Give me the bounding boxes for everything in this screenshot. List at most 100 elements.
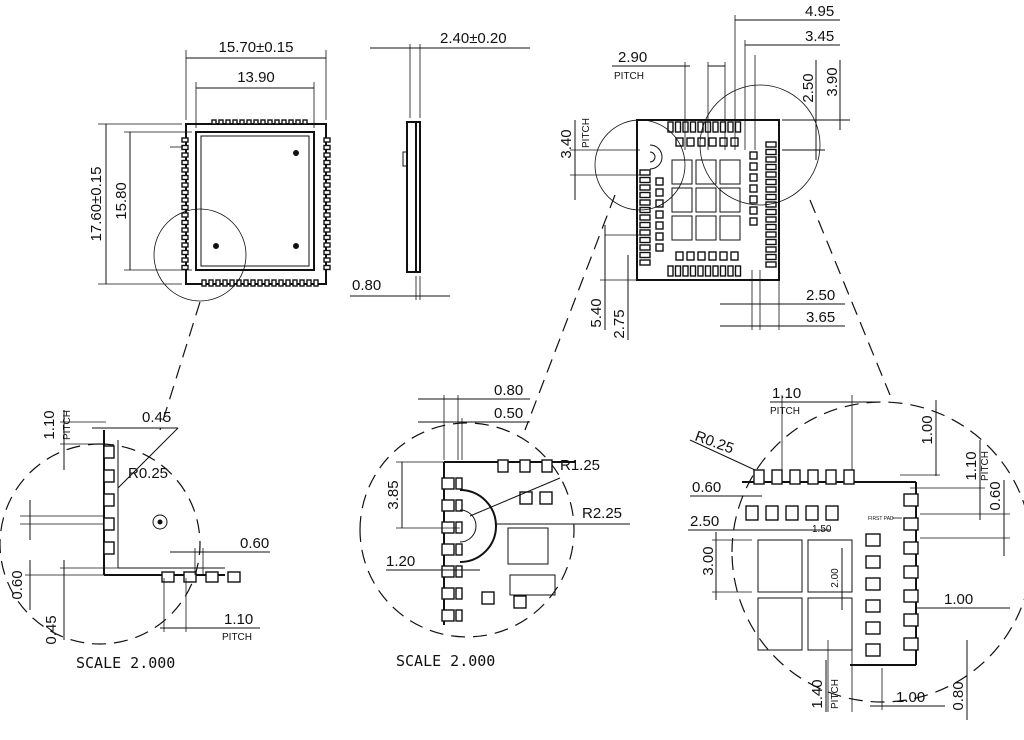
- castellation: [232, 119, 238, 125]
- pad: [865, 577, 881, 591]
- castellation: [181, 242, 189, 248]
- pad: [765, 156, 777, 163]
- pad: [765, 253, 777, 261]
- keepout-arc: [459, 489, 497, 563]
- pad: [682, 265, 689, 277]
- castellation: [227, 571, 241, 583]
- pitch-110-top-word: PITCH: [770, 406, 800, 417]
- pad: [655, 210, 664, 219]
- pad: [655, 177, 664, 186]
- pad: [708, 251, 717, 261]
- pad: [734, 265, 742, 277]
- pad: [704, 265, 712, 277]
- pad: [639, 199, 651, 206]
- pad: [639, 259, 651, 266]
- dim-300-label: 3.00: [700, 546, 717, 575]
- pad: [749, 162, 758, 171]
- dim-275-label: 2.75: [611, 309, 628, 338]
- castellation: [323, 204, 331, 211]
- castellation: [323, 137, 331, 143]
- castellation: [267, 119, 273, 125]
- height-overall-label: 17.60±0.15: [88, 167, 105, 242]
- gnd-pad: [807, 539, 853, 593]
- castellation: [260, 119, 266, 125]
- castellation: [441, 477, 455, 490]
- pad: [765, 246, 777, 253]
- castellation: [519, 459, 531, 473]
- pad: [765, 223, 777, 231]
- castellation: [103, 469, 115, 483]
- pad: [719, 121, 727, 133]
- shield-can-inner: [200, 135, 310, 267]
- dim-200-label: 2.00: [830, 568, 841, 588]
- pad: [765, 505, 779, 521]
- r-225-label: R2.25: [582, 505, 622, 522]
- castellation: [455, 543, 463, 556]
- pad: [730, 137, 739, 147]
- gnd-pad: [671, 159, 693, 185]
- gnd-pad: [695, 159, 717, 185]
- dim-495-label: 4.95: [805, 3, 834, 20]
- radius-label: R0.25: [128, 465, 168, 482]
- pad: [785, 505, 799, 521]
- dim-060-right-label: 0.60: [240, 535, 269, 552]
- castellation: [218, 119, 224, 125]
- castellation: [285, 279, 291, 287]
- castellation: [246, 119, 252, 125]
- dim-250-top-label: 2.50: [800, 73, 817, 102]
- scale-label: SCALE 2.000: [396, 652, 495, 670]
- pitch-110-top-label: 1.10: [41, 410, 58, 439]
- castellation: [183, 571, 197, 583]
- dim-050-label: 0.50: [494, 405, 523, 422]
- castellation: [323, 152, 331, 158]
- width-overall-label: 15.70±0.15: [219, 39, 294, 56]
- castellation: [181, 204, 189, 211]
- pad: [712, 265, 719, 277]
- castellation: [903, 613, 919, 627]
- castellation: [455, 565, 463, 578]
- castellation: [250, 279, 256, 287]
- castellation: [302, 119, 308, 125]
- castellation: [323, 167, 331, 173]
- dim-365-label: 3.65: [806, 309, 835, 326]
- castellation: [288, 119, 294, 125]
- pad-column: [865, 533, 881, 657]
- castellation: [229, 279, 235, 287]
- castellation: [455, 499, 463, 512]
- castellation: [292, 279, 298, 287]
- thickness-label: 2.40±0.20: [440, 30, 507, 47]
- pad: [765, 231, 777, 238]
- castellation: [181, 167, 189, 173]
- gnd-pad: [671, 215, 693, 241]
- scale-label: SCALE 2.000: [76, 654, 175, 672]
- pad: [686, 137, 695, 147]
- pitch-110-right-label: 1.10: [963, 451, 980, 480]
- castellation: [323, 234, 331, 241]
- pad: [765, 178, 777, 186]
- gnd-pad: [671, 187, 693, 213]
- dim-060-left-label: 0.60: [9, 570, 26, 599]
- castellation: [181, 257, 189, 263]
- inner-pad-row: [655, 137, 758, 261]
- castellation: [789, 469, 801, 485]
- gnd-pad: [719, 187, 741, 213]
- left-pad-row: [639, 169, 651, 266]
- castellation: [274, 119, 280, 125]
- pad: [765, 171, 777, 178]
- pad: [655, 243, 664, 252]
- detail-boundary: [0, 443, 201, 645]
- detail-boundary: [359, 422, 575, 638]
- pad: [749, 184, 758, 193]
- pitch-290-label: 2.90: [618, 49, 647, 66]
- dim-390-label: 3.90: [824, 67, 841, 96]
- pad: [719, 265, 727, 277]
- pad: [708, 137, 717, 147]
- pad: [765, 208, 777, 216]
- castellation: [253, 119, 259, 125]
- pitch-290-word: PITCH: [614, 71, 644, 82]
- pad: [639, 221, 651, 229]
- castellation: [323, 227, 331, 233]
- castellation: [323, 249, 331, 256]
- castellation: [205, 571, 219, 583]
